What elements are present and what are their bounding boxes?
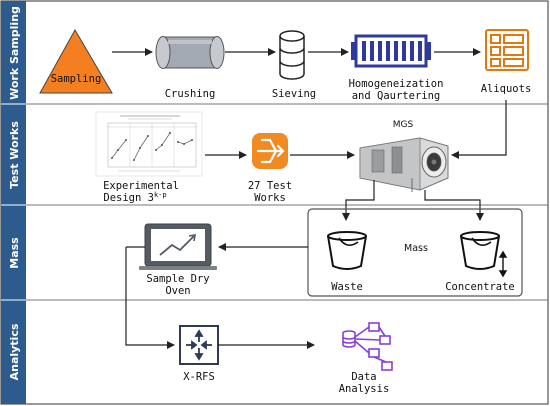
tray-icon [485, 29, 529, 71]
aliquots-label: Aliquots [481, 83, 532, 95]
sieving-label: Sieving [272, 88, 316, 100]
data-analysis-node: Data Analysis [339, 322, 393, 395]
database-icon [279, 30, 305, 80]
homogeneization-node: Homogeneization and Qaurtering [349, 34, 444, 102]
homog-label-line2: and Qaurtering [352, 90, 441, 102]
sampling-node: Sampling [39, 28, 113, 94]
crushing-node: Crushing [155, 36, 225, 100]
waste-node: Waste [327, 231, 367, 293]
lane-header-column [1, 1, 26, 404]
arrow-mgs-waste [342, 180, 375, 221]
arrow-aliquots-mgs [451, 100, 507, 159]
arrow-oven-xrfs [125, 247, 175, 349]
lane-title-work-sampling: Work Sampling [8, 6, 21, 100]
lane-title-analytics: Analytics [8, 323, 21, 380]
aliquots-node: Aliquots [481, 29, 532, 95]
sampling-label: Sampling [51, 73, 102, 85]
oven-label-line1: Sample Dry [146, 273, 209, 285]
tw-label-line2: Works [254, 192, 286, 204]
chart-thumbnail [95, 111, 203, 177]
mgs-node: MGS [359, 120, 449, 192]
triangle-icon [39, 28, 113, 94]
mass-label: Mass [404, 243, 428, 254]
homog-label-line1: Homogeneization [349, 78, 444, 90]
da-label-line1: Data [351, 371, 376, 383]
monitor-icon [139, 223, 217, 270]
concentrate-label: Concentrate [445, 281, 515, 293]
lane-title-test-works: Test Works [8, 121, 21, 189]
oven-label-line2: Oven [165, 285, 190, 297]
da-label-line2: Analysis [339, 383, 390, 395]
sieving-node: Sieving [272, 30, 316, 100]
exp-label-line2: Design 3k-p [103, 191, 166, 204]
xrfs-label: X-RFS [183, 371, 215, 383]
test-works-node: 27 Test Works [248, 133, 292, 204]
bucket-icon [327, 231, 367, 270]
experimental-design-node: Experimental Design 3k-p [95, 111, 203, 204]
mgs-label: MGS [393, 120, 414, 130]
network-icon [342, 322, 393, 371]
exp-label-line1: Experimental [103, 180, 179, 192]
waste-label: Waste [331, 281, 363, 293]
drum-icon [155, 36, 225, 69]
concentrate-node: Concentrate [445, 231, 515, 293]
mgs-machine [359, 137, 449, 192]
tw-label-line1: 27 Test [248, 180, 292, 192]
router-icon [179, 325, 219, 365]
mass-container [307, 208, 523, 297]
bucket-icon [460, 231, 500, 270]
lane-title-mass: Mass [8, 237, 21, 269]
crushing-label: Crushing [165, 88, 216, 100]
arrow-mgs-concentrate [424, 190, 484, 221]
xrfs-node: X-RFS [179, 325, 219, 383]
accordion-icon [351, 34, 431, 68]
sample-dry-oven-node: Sample Dry Oven [139, 223, 217, 297]
